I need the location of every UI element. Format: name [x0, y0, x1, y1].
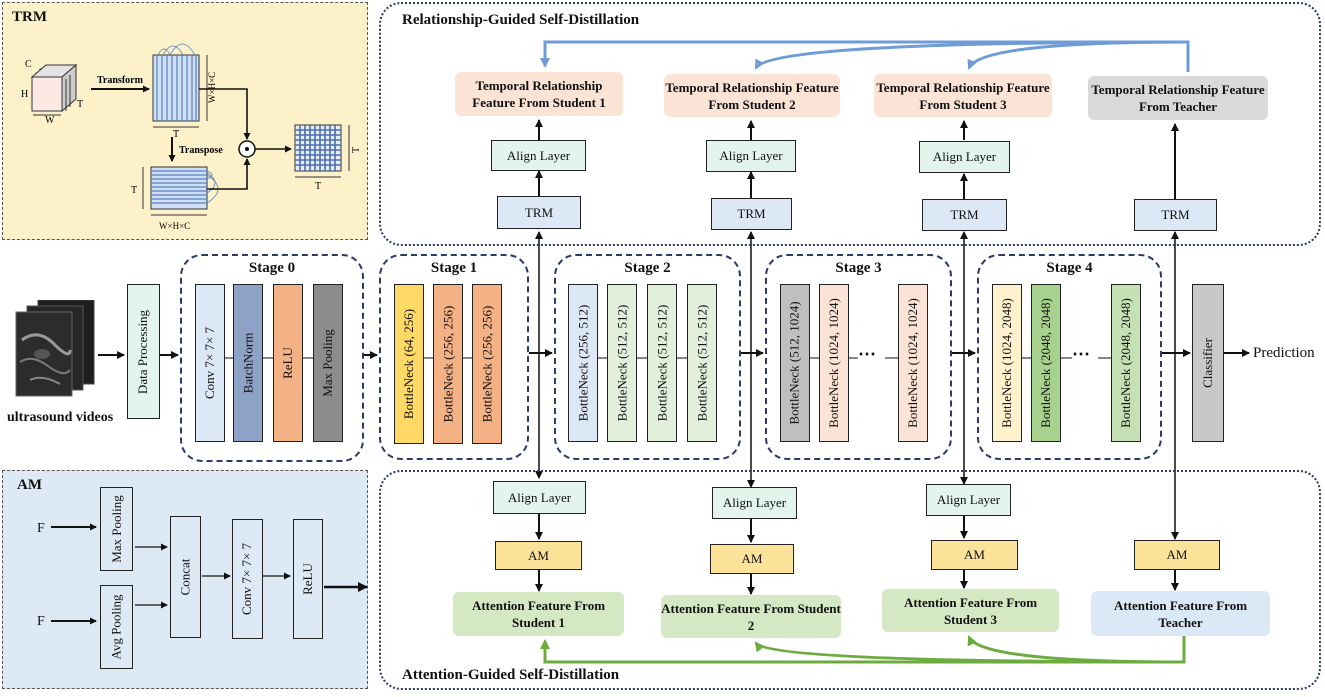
- svg-text:T: T: [315, 181, 321, 192]
- attention-feature-student-2: Attention Feature From Student 2: [661, 595, 841, 638]
- stage-0: Stage 0: [180, 254, 364, 462]
- align-layer-bottom-3: Align Layer: [926, 484, 1011, 516]
- align-layer-top-1: Align Layer: [491, 140, 586, 171]
- bottleneck-s1-3: BottleNeck (256, 256): [472, 284, 502, 444]
- am-conv-block: Conv 7× 7× 7: [232, 519, 263, 639]
- bottleneck-s3-2: BottleNeck (1024, 1024): [819, 284, 849, 442]
- svg-text:T: T: [173, 129, 179, 140]
- svg-text:C: C: [25, 59, 32, 70]
- relationship-guided-title: Relationship-Guided Self-Distillation: [402, 12, 640, 28]
- stage-0-title: Stage 0: [248, 260, 296, 276]
- trm-block-1: TRM: [497, 196, 581, 229]
- input-label: ultrasound videos: [7, 410, 114, 425]
- teacher-to-student1-attention-arrow: [540, 636, 1186, 664]
- bottleneck-s1-1: BottleNeck (64, 256): [394, 284, 424, 444]
- teacher-to-student3-attention-arrow: [967, 635, 1185, 664]
- classifier-block: Classifier: [1192, 284, 1224, 442]
- transposed-matrix-icon: [150, 166, 219, 210]
- svg-text:W×H×C: W×H×C: [207, 72, 217, 103]
- stage-3-title: Stage 3: [835, 260, 882, 276]
- stage-2: Stage 2: [554, 254, 741, 460]
- teacher-to-student1-relationship-arrow: [540, 40, 1190, 72]
- svg-text:W×H×C: W×H×C: [159, 221, 190, 231]
- am-block-1: AM: [495, 541, 582, 570]
- stage-4: Stage 4: [977, 254, 1162, 460]
- am-block-teacher: AM: [1134, 540, 1220, 570]
- svg-text:T: T: [351, 147, 362, 153]
- align-layer-bottom-2: Align Layer: [712, 487, 797, 519]
- batchnorm-block: BatchNorm: [233, 284, 263, 442]
- am-relu-block: ReLU: [293, 519, 323, 639]
- attention-feature-student-1: Attention Feature From Student 1: [453, 592, 624, 636]
- bottleneck-s2-1: BottleNeck (256, 512): [568, 284, 598, 442]
- relationship-guided-region: [379, 2, 1321, 246]
- trm-illustration: C H W T Transform T W×H×C Transpose: [21, 43, 362, 231]
- attention-guided-region: [379, 470, 1321, 690]
- stage-2-title: Stage 2: [624, 260, 671, 276]
- attention-feature-teacher: Attention Feature From Teacher: [1091, 591, 1270, 636]
- am-input-f-top: F: [37, 521, 45, 536]
- attention-guided-title: Attention-Guided Self-Distillation: [402, 667, 620, 683]
- temporal-feature-student-1: Temporal Relationship Feature From Stude…: [455, 72, 623, 116]
- align-layer-top-3: Align Layer: [919, 141, 1010, 173]
- prediction-label: Prediction: [1253, 345, 1315, 361]
- am-block-2: AM: [710, 544, 794, 574]
- teacher-to-student2-relationship-arrow: [754, 40, 1189, 70]
- align-layer-bottom-1: Align Layer: [493, 481, 586, 514]
- bottleneck-s1-2: BottleNeck (256, 256): [433, 284, 463, 444]
- reshaped-matrix-icon: [152, 43, 200, 122]
- svg-text:T: T: [131, 185, 137, 196]
- svg-text:W: W: [45, 115, 55, 126]
- attention-feature-student-3: Attention Feature From Student 3: [882, 589, 1059, 632]
- svg-text:Transform: Transform: [97, 75, 144, 86]
- relationship-matrix-icon: [294, 124, 342, 172]
- svg-text:Transpose: Transpose: [179, 145, 223, 156]
- am-max-pooling-block: Max Pooling: [100, 487, 133, 571]
- bottleneck-s2-4: BottleNeck (512, 512): [687, 284, 717, 442]
- relu-block: ReLU: [273, 284, 303, 442]
- am-block-3: AM: [931, 540, 1018, 570]
- temporal-feature-student-3: Temporal Relationship Feature From Stude…: [874, 74, 1052, 117]
- stage-1: Stage 1: [379, 254, 529, 460]
- video-tensor-icon: [30, 63, 78, 113]
- trm-panel: TRM C H W T Transform: [2, 2, 368, 240]
- bottleneck-s4-2: BottleNeck (2048, 2048): [1031, 284, 1061, 442]
- stage-4-ellipsis: ⋯: [1072, 344, 1090, 364]
- trm-block-2: TRM: [711, 198, 792, 230]
- bottleneck-s2-3: BottleNeck (512, 512): [647, 284, 677, 442]
- bottleneck-s4-1: BottleNeck (1024, 2048): [992, 284, 1022, 442]
- data-processing-block: Data Processing: [127, 284, 160, 419]
- stage-1-title: Stage 1: [430, 260, 478, 276]
- am-panel: AM F F Max Pooling Avg Pooling Concat Co…: [2, 470, 368, 689]
- trm-block-teacher: TRM: [1134, 199, 1217, 231]
- stage-3-ellipsis: ⋯: [858, 344, 876, 364]
- teacher-to-student3-relationship-arrow: [967, 40, 1189, 70]
- svg-text:T: T: [77, 99, 83, 110]
- bottleneck-s2-2: BottleNeck (512, 512): [607, 284, 637, 442]
- stage-3: Stage 3: [765, 254, 952, 460]
- temporal-feature-student-2: Temporal Relationship Feature From Stude…: [664, 74, 840, 117]
- teacher-to-student2-attention-arrow: [754, 641, 1185, 664]
- am-concat-block: Concat: [170, 516, 201, 638]
- bottleneck-s3-1: BottleNeck (512, 1024): [780, 284, 810, 442]
- svg-text:H: H: [21, 89, 28, 100]
- temporal-feature-teacher: Temporal Relationship Feature From Teach…: [1088, 76, 1268, 120]
- stage-4-title: Stage 4: [1046, 260, 1093, 276]
- bottleneck-s4-3: BottleNeck (2048, 2048): [1111, 284, 1141, 442]
- am-panel-title: AM: [17, 477, 42, 493]
- trm-panel-title: TRM: [12, 9, 47, 25]
- ultrasound-video-icon: [15, 300, 95, 397]
- align-layer-top-2: Align Layer: [706, 140, 796, 172]
- am-input-f-bottom: F: [37, 614, 45, 629]
- max-pooling-block: Max Pooling: [313, 284, 343, 442]
- am-connectors: [51, 523, 368, 625]
- conv-block: Conv 7× 7× 7: [195, 284, 225, 442]
- bottleneck-s3-3: BottleNeck (1024, 1024): [898, 284, 928, 442]
- am-avg-pooling-block: Avg Pooling: [100, 585, 133, 669]
- trm-block-3: TRM: [922, 199, 1007, 231]
